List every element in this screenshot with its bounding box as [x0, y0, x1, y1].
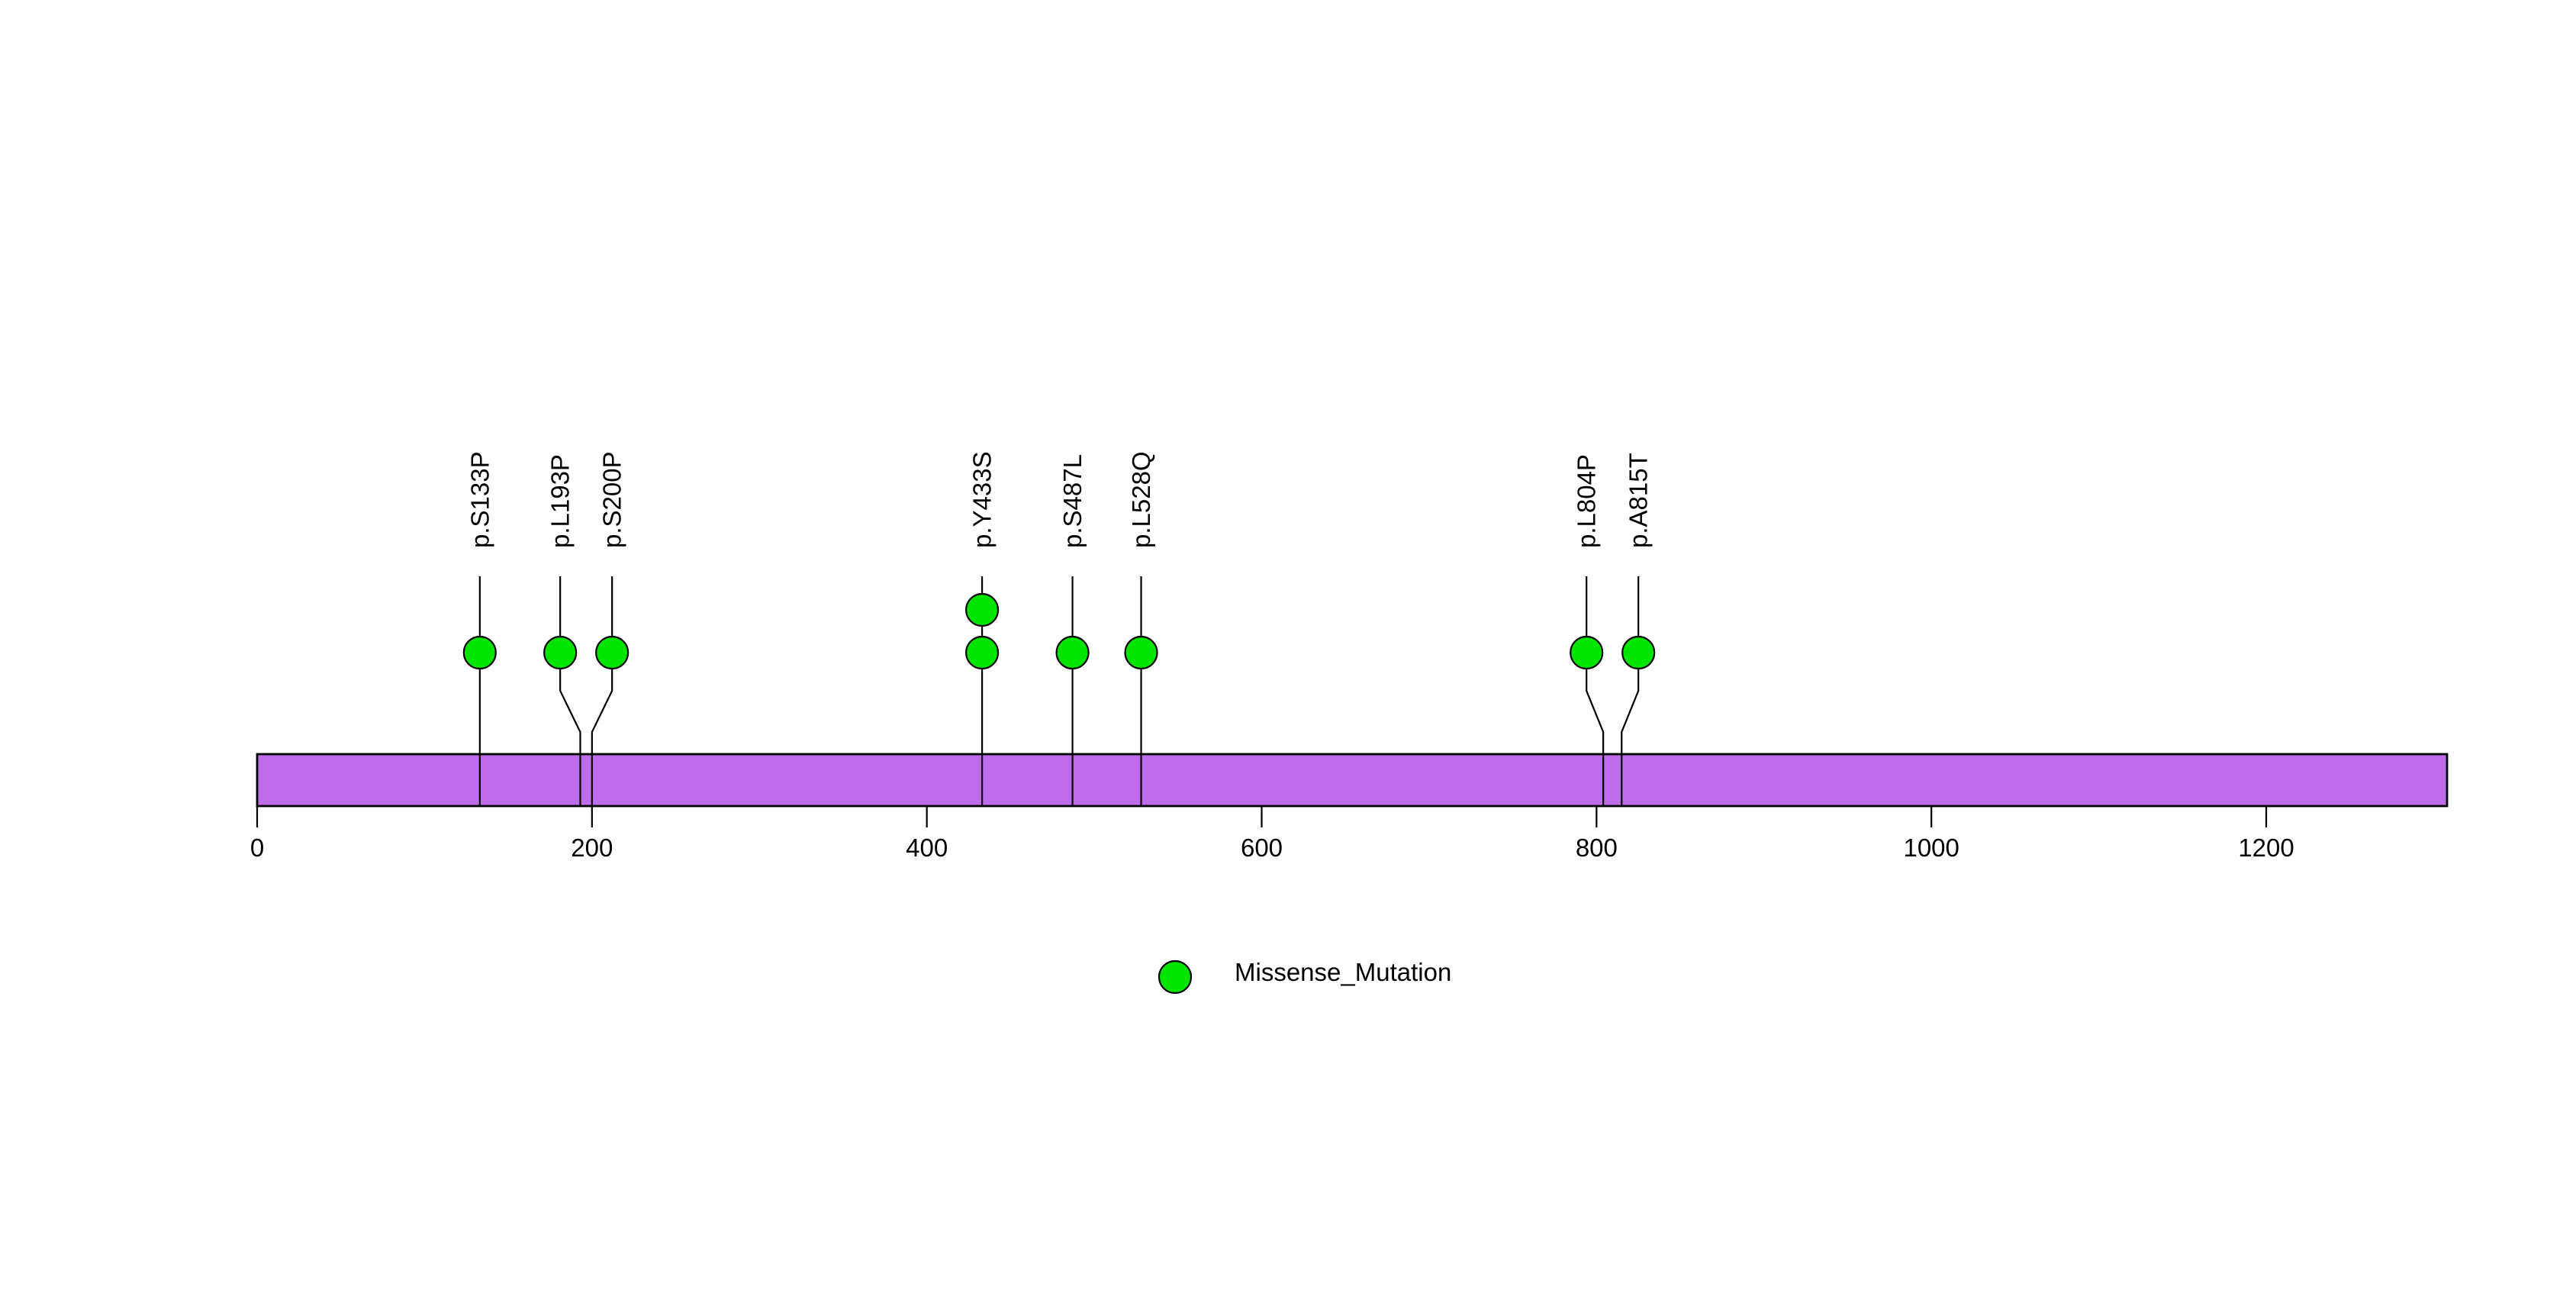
axis-tick-label: 800	[1576, 834, 1618, 862]
mutation-stem	[1621, 576, 1640, 806]
mutation-label: p.S200P	[598, 451, 626, 548]
mutation-label: p.L193P	[546, 454, 575, 548]
mutation-stem	[559, 576, 581, 806]
mutation-circle	[1570, 635, 1604, 670]
axis-tick-label: 200	[571, 834, 613, 862]
axis-tick-label: 1000	[1903, 834, 1959, 862]
axis-tick-label: 0	[250, 834, 264, 862]
mutation-circle	[964, 635, 1000, 670]
mutation-circle	[595, 635, 630, 670]
legend-swatch-missense-mutation	[1158, 959, 1193, 995]
mutation-label: p.A815T	[1624, 453, 1653, 548]
mutation-stem	[591, 576, 613, 806]
mutation-stem	[1586, 576, 1605, 806]
mutation-label: p.L528Q	[1127, 451, 1155, 548]
axis-tick-label: 600	[1241, 834, 1283, 862]
mutation-circle	[543, 635, 578, 670]
mutation-circle	[964, 592, 1000, 627]
mutation-circle	[1124, 635, 1158, 670]
mutation-label: p.S133P	[465, 451, 494, 548]
mutation-label: p.Y433S	[968, 451, 997, 548]
mutation-label: p.S487L	[1058, 454, 1087, 548]
legend-label-missense-mutation: Missense_Mutation	[1235, 958, 1451, 986]
mutation-circle	[462, 635, 497, 670]
mutation-circle	[1621, 635, 1656, 670]
axis-tick-label: 1200	[2238, 834, 2294, 862]
protein-backbone-bar	[256, 753, 2449, 808]
axis-tick-label: 400	[906, 834, 948, 862]
mutation-label: p.L804P	[1573, 454, 1601, 548]
mutation-circle	[1055, 635, 1090, 670]
